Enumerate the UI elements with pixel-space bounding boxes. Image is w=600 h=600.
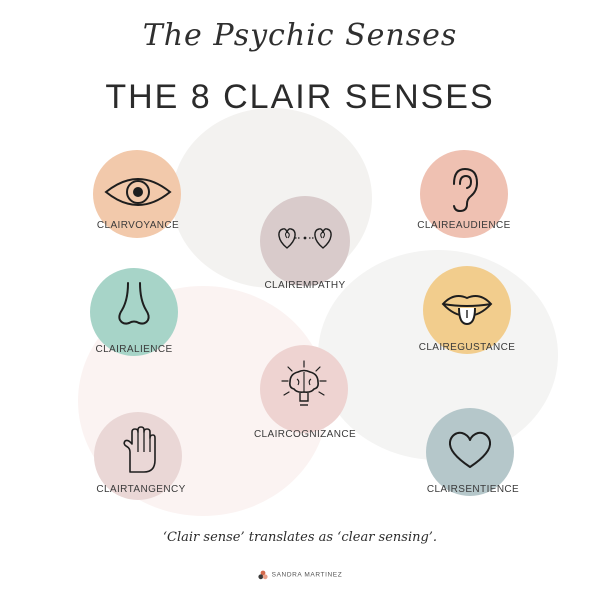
sense-label: CLAIRSENTIENCE <box>426 484 520 495</box>
sense-circle <box>420 150 508 238</box>
eye-icon <box>104 178 172 206</box>
sense-clairalience: CLAIRALIENCE <box>84 268 184 358</box>
heart-icon <box>448 431 492 468</box>
sense-circle <box>426 408 514 496</box>
sense-clairsentience: CLAIRSENTIENCE <box>418 408 528 498</box>
brand-name: SANDRA MARTINEZ <box>271 571 343 579</box>
sense-circle <box>260 196 350 286</box>
tagline: ‘Clair sense’ translates as ‘clear sensi… <box>162 530 438 545</box>
brain-icon <box>281 360 327 406</box>
brand-logo-icon <box>258 570 268 580</box>
sense-clairempathy: CLAIREMPATHY <box>250 196 360 296</box>
hand-icon <box>123 426 156 473</box>
nose-icon <box>118 282 150 325</box>
hearts-icon <box>278 228 332 249</box>
sense-label: CLAIRVOYANCE <box>96 220 180 231</box>
sense-label: CLAIRALIENCE <box>95 344 173 355</box>
sense-label: CLAIRTANGENCY <box>96 484 186 495</box>
sense-clairvoyance: CLAIRVOYANCE <box>88 150 188 238</box>
sense-claireaudience: CLAIREAUDIENCE <box>414 150 514 238</box>
tongue-icon <box>441 295 493 326</box>
sense-clairegustance: CLAIREGUSTANCE <box>412 266 522 356</box>
sense-label: CLAIREMPATHY <box>264 280 346 291</box>
sense-label: CLAIREAUDIENCE <box>417 220 511 231</box>
ear-icon <box>453 167 479 213</box>
sense-clairtangency: CLAIRTANGENCY <box>86 412 196 502</box>
brand: SANDRA MARTINEZ <box>0 570 600 580</box>
script-title: The Psychic Senses <box>142 18 458 53</box>
sense-circle <box>94 412 182 500</box>
sense-circle <box>90 268 178 356</box>
sense-label: CLAIRCOGNIZANCE <box>253 429 357 440</box>
sense-claircognizance: CLAIRCOGNIZANCE <box>240 345 370 445</box>
main-title: THE 8 CLAIR SENSES <box>105 78 495 116</box>
sense-label: CLAIREGUSTANCE <box>418 342 516 353</box>
